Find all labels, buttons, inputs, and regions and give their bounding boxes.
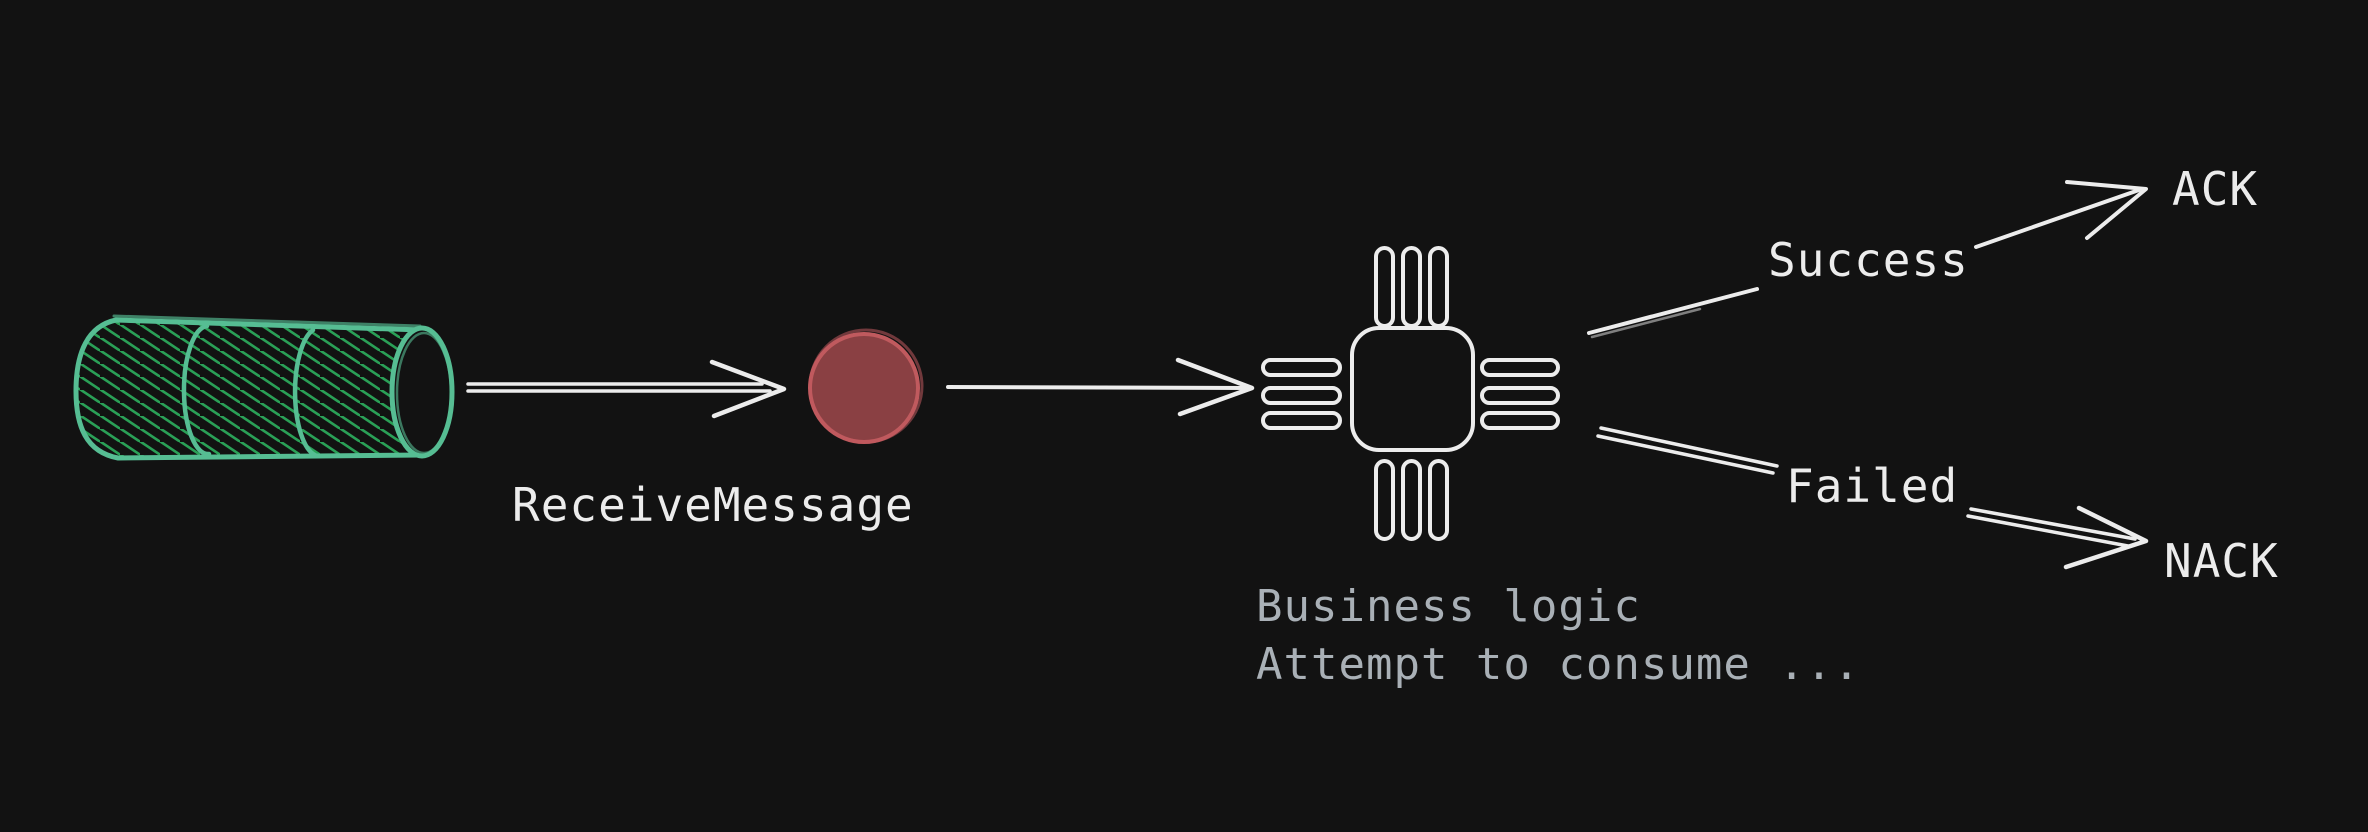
arrowhead <box>709 359 787 419</box>
chip-pin-top-1 <box>1374 246 1395 328</box>
receive-message-arrow <box>466 359 787 419</box>
cylinder-body <box>73 317 425 461</box>
success-label: Success <box>1768 233 1969 287</box>
chip-pin-left-2 <box>1261 386 1342 405</box>
consume-arrow <box>946 357 1255 417</box>
business-logic-label-line1: Business logic <box>1256 581 1641 632</box>
receive-message-label: ReceiveMessage <box>512 478 914 532</box>
chip-pin-bottom-2 <box>1401 459 1422 541</box>
cylinder-divider-arc-1 <box>181 323 212 457</box>
chip-pin-right-2 <box>1480 386 1560 405</box>
chip-pin-bottom-1 <box>1374 459 1395 541</box>
cylinder-top-sketch-line <box>112 314 422 328</box>
cylinder-open-end-sketch <box>395 331 453 455</box>
chip-pin-right-1 <box>1480 358 1560 377</box>
ack-label: ACK <box>2172 162 2259 216</box>
chip-body <box>1350 326 1475 452</box>
chip-pin-left-1 <box>1261 358 1342 377</box>
chip-pin-top-2 <box>1401 246 1422 328</box>
message-dot-sketch-ring <box>808 328 924 444</box>
business-logic-label-line2: Attempt to consume ... <box>1256 639 1861 690</box>
success-branch-line <box>1587 180 2148 339</box>
chip-icon <box>1261 246 1560 541</box>
nack-label: NACK <box>2164 534 2279 588</box>
arrowhead <box>2065 180 2148 240</box>
arrowhead <box>2063 505 2149 570</box>
chip-pin-top-3 <box>1428 246 1449 328</box>
chip-pin-right-3 <box>1480 411 1560 430</box>
failed-branch-line <box>1596 426 2149 570</box>
chip-pin-left-3 <box>1261 411 1342 430</box>
arrowhead <box>1175 357 1255 417</box>
message-dot-icon <box>808 328 924 444</box>
queue-cylinder-icon <box>73 314 455 461</box>
failed-label: Failed <box>1786 459 1959 513</box>
cylinder-divider-arc-2 <box>292 327 318 458</box>
chip-pin-bottom-3 <box>1428 459 1449 541</box>
